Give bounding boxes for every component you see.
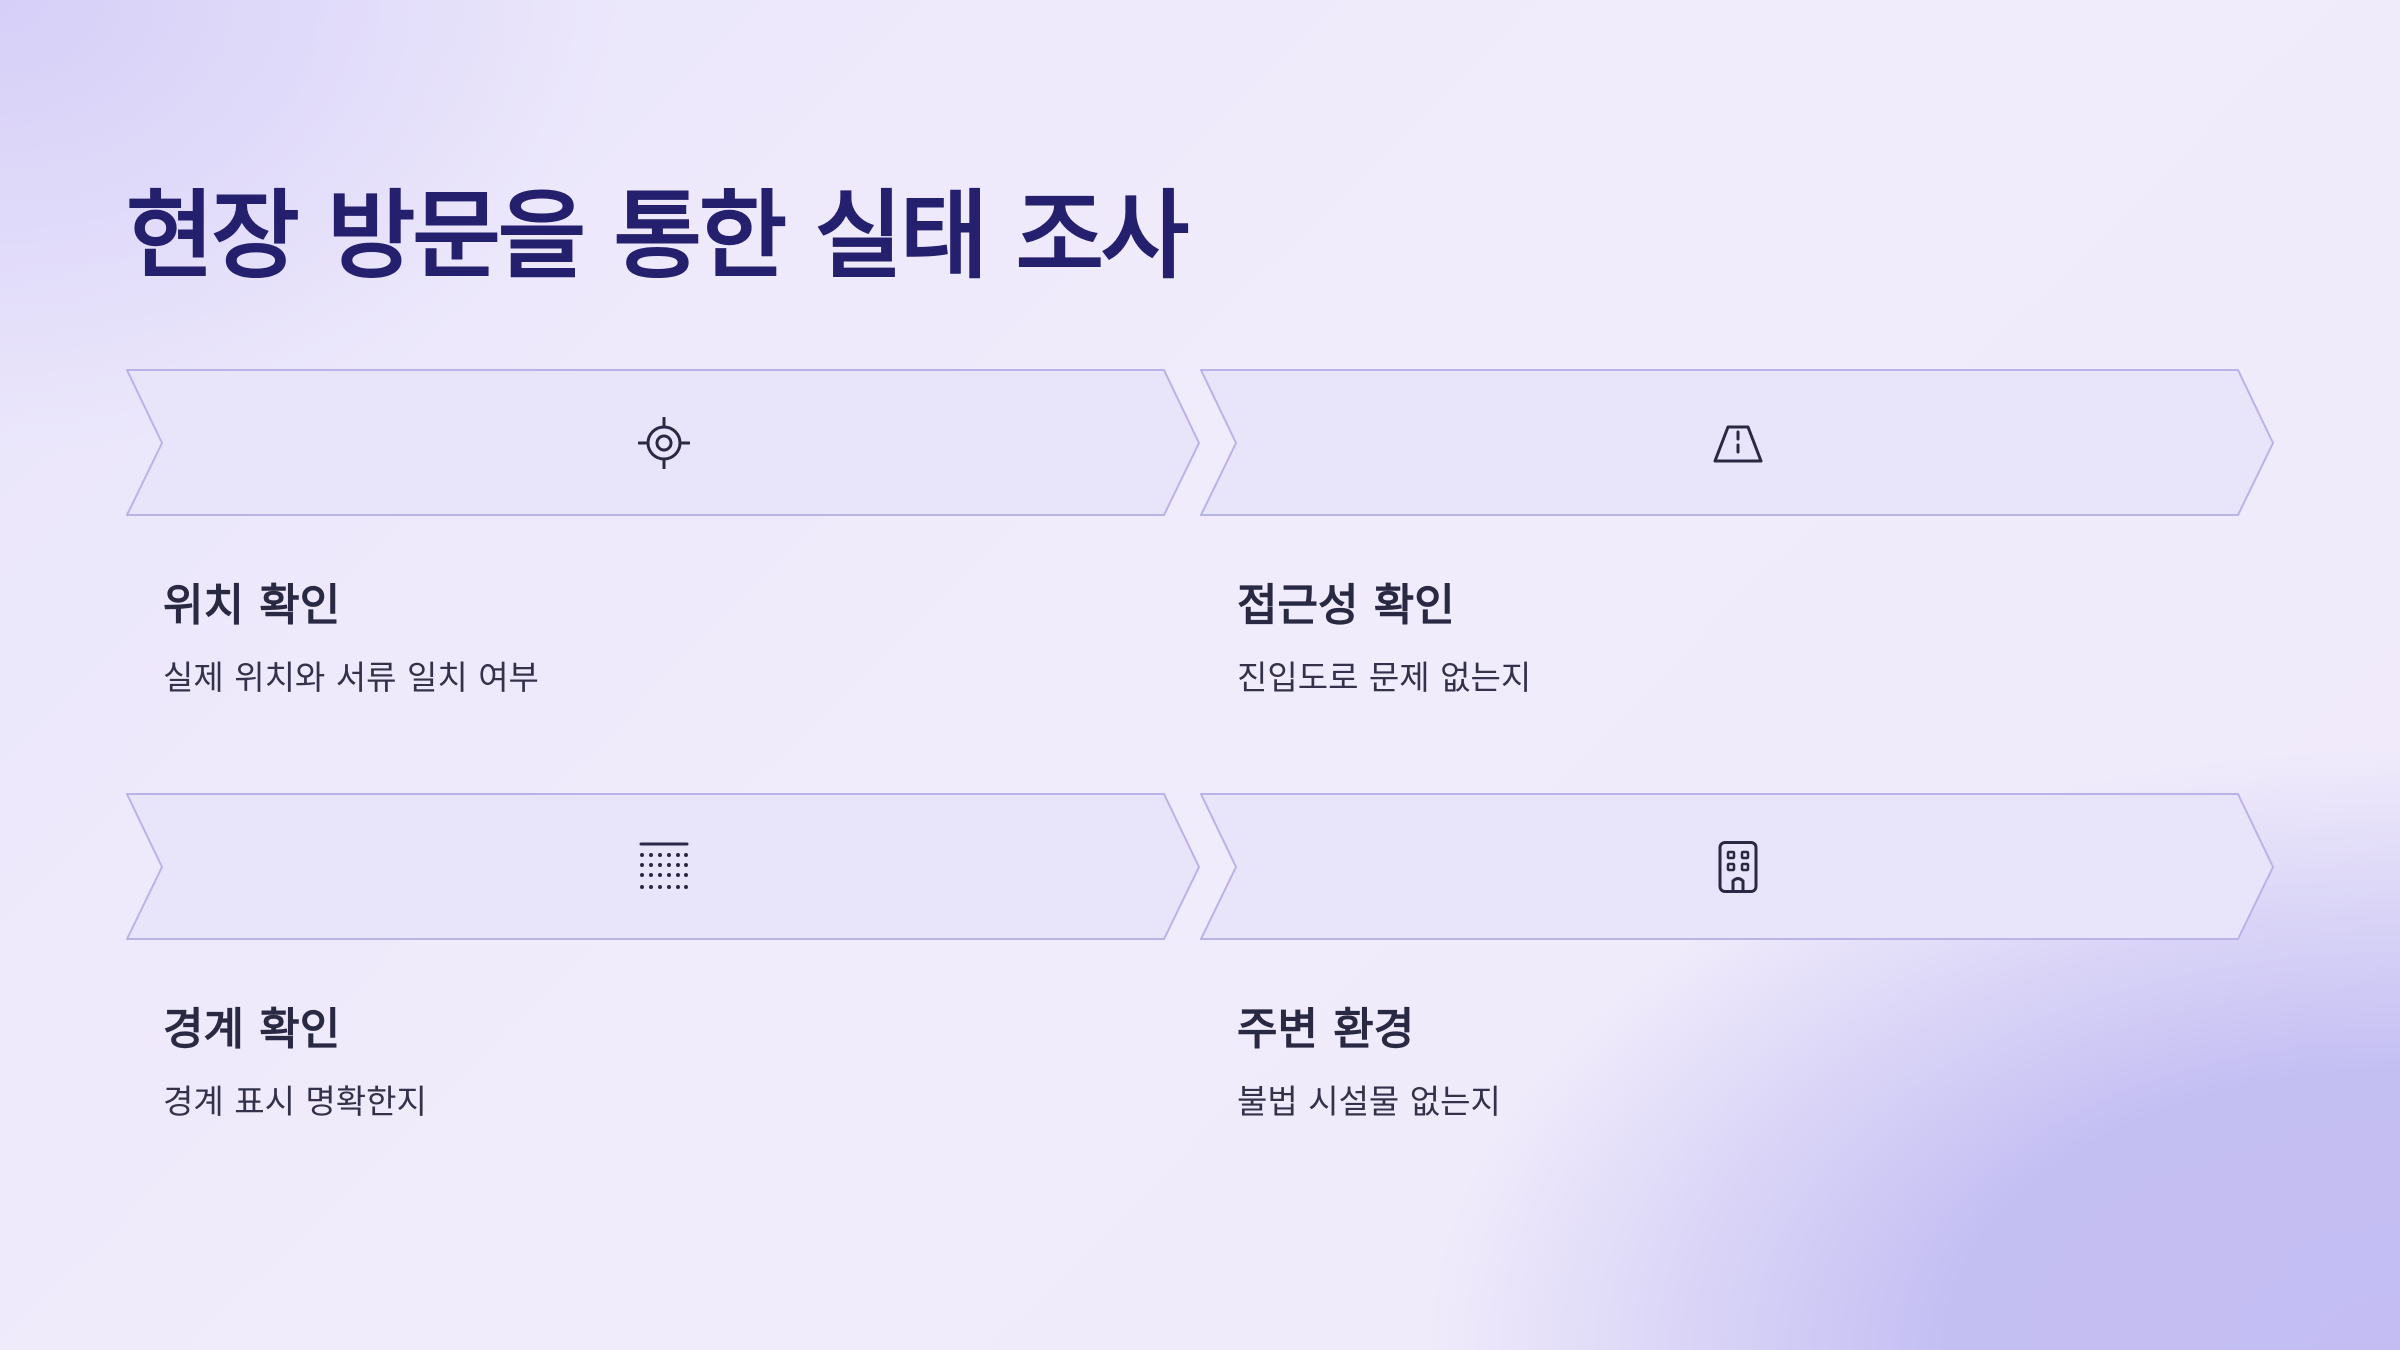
card-location: 위치 확인 실제 위치와 서류 일치 여부: [126, 369, 1201, 794]
card-accessibility: 접근성 확인 진입도로 문제 없는지: [1200, 369, 2275, 794]
card-surroundings: 주변 환경 불법 시설물 없는지: [1200, 793, 2275, 1218]
card-description: 불법 시설물 없는지: [1237, 1082, 1501, 1121]
chevron-banner: [1200, 369, 2275, 517]
card-title: 접근성 확인: [1237, 580, 1455, 631]
chevron-banner: [126, 793, 1201, 941]
chevron-banner: [1200, 793, 2275, 941]
card-title: 주변 환경: [1237, 1004, 1415, 1055]
page-title: 현장 방문을 통한 실태 조사: [126, 180, 1189, 292]
road-icon: [1713, 425, 1763, 463]
boundary-grid-icon: [639, 842, 689, 889]
card-title: 위치 확인: [163, 580, 341, 631]
building-icon: [1718, 841, 1758, 893]
card-description: 실제 위치와 서류 일치 여부: [163, 658, 539, 697]
card-title: 경계 확인: [163, 1004, 341, 1055]
card-boundary: 경계 확인 경계 표시 명확한지: [126, 793, 1201, 1218]
card-description: 경계 표시 명확한지: [163, 1082, 427, 1121]
card-description: 진입도로 문제 없는지: [1237, 658, 1532, 697]
chevron-banner: [126, 369, 1201, 517]
crosshair-icon: [638, 417, 690, 469]
